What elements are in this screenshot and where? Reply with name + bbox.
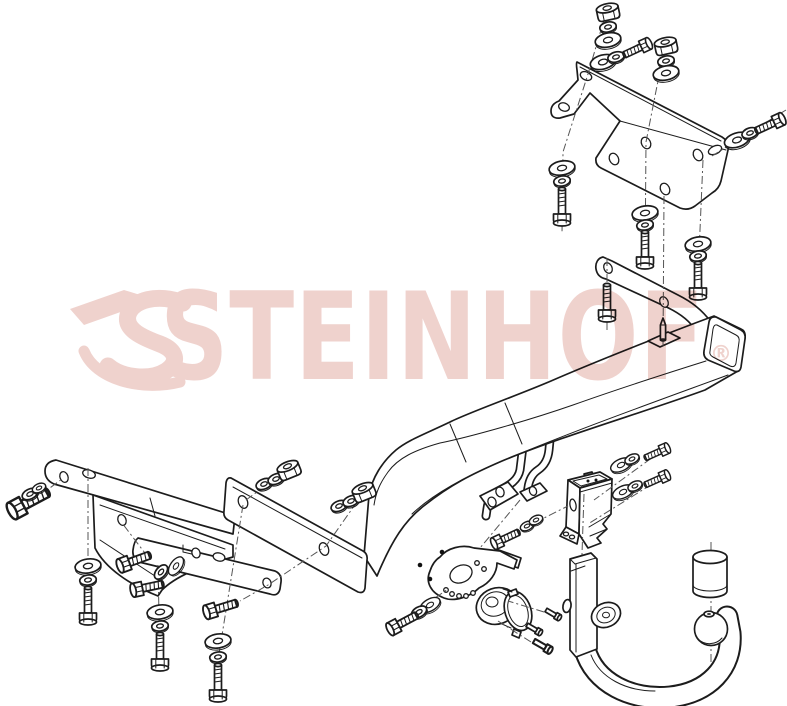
swan-neck-shaft (562, 552, 622, 658)
towball-cover-cap (692, 549, 728, 599)
left-side-strap (44, 459, 236, 535)
top-mounting-plate (550, 61, 730, 210)
center-mounting-plate (222, 477, 369, 594)
ball-receiver-housing (559, 471, 613, 549)
swan-neck-tube (573, 605, 742, 706)
watermark: STEINHOF ® (70, 267, 732, 408)
socket-lock-plate (427, 545, 522, 601)
steinhof-logo-icon (70, 289, 192, 391)
registered-trademark-symbol: ® (710, 342, 732, 367)
fasteners (3, 0, 787, 703)
towball (693, 610, 729, 647)
hanger-bracket-rear (519, 424, 556, 502)
lock-handwheel (590, 601, 622, 629)
spacer-strap (594, 256, 712, 329)
hanger-bracket-front (479, 441, 528, 521)
swan-neck-towball-assembly (562, 549, 742, 706)
electrical-socket (475, 586, 533, 639)
watermark-brand-text: STEINHOF (160, 267, 705, 408)
